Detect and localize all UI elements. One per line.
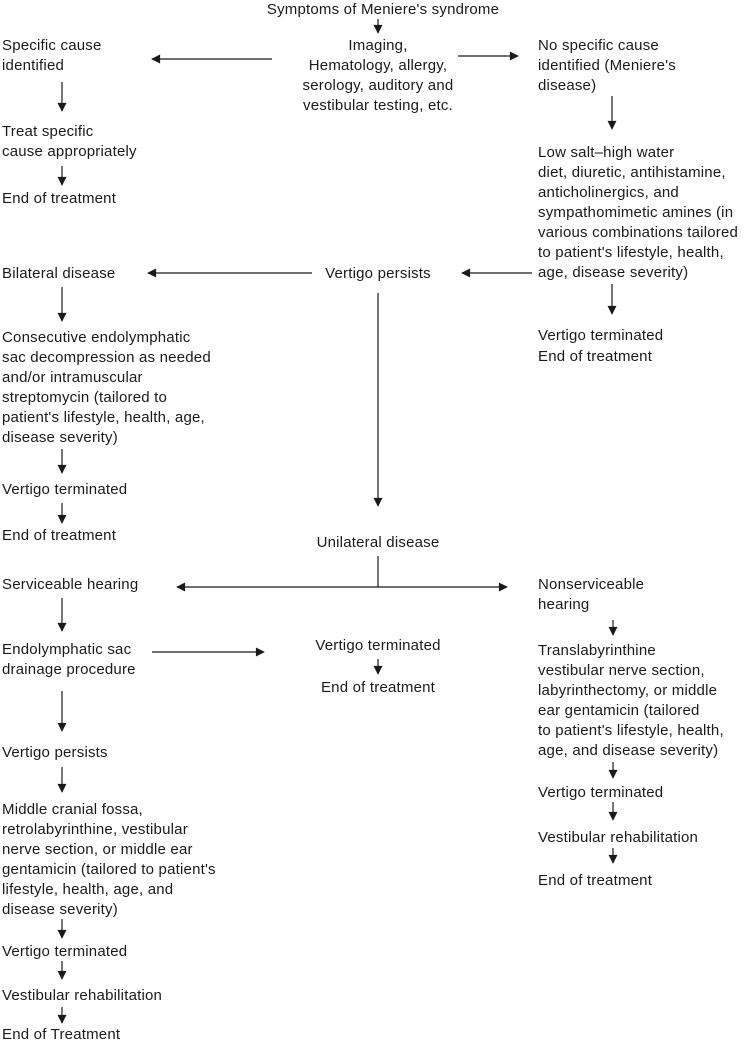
node-end-of-treatment-right-1: End of treatment bbox=[538, 348, 653, 365]
node-end-of-treatment-center: End of treatment bbox=[320, 679, 436, 696]
node-symptoms-title: Symptoms of Meniere's syndrome bbox=[266, 1, 500, 18]
node-vestibular-rehab-right: Vestibular rehabilitation bbox=[538, 829, 699, 846]
node-bilateral-disease: Bilateral disease bbox=[2, 265, 116, 282]
node-vertigo-terminated-center: Vertigo terminated bbox=[315, 637, 441, 654]
node-vertigo-persists-left: Vertigo persists bbox=[2, 744, 108, 761]
node-endolymphatic-sac-drainage: Endolymphatic sac drainage procedure bbox=[2, 641, 136, 678]
node-translabyrinthine-section: Translabyrinthine vestibular nerve secti… bbox=[538, 642, 724, 759]
node-end-of-treatment-left-1: End of treatment bbox=[2, 527, 117, 544]
node-vertigo-terminated-left-2: Vertigo terminated bbox=[2, 943, 128, 960]
node-end-of-treatment-left-2: End of Treatment bbox=[2, 1026, 121, 1041]
node-vestibular-rehab-left: Vestibular rehabilitation bbox=[2, 987, 163, 1004]
node-end-of-treatment-right-2: End of treatment bbox=[538, 872, 653, 889]
node-vertigo-terminated-right-2: Vertigo terminated bbox=[538, 784, 664, 801]
node-low-salt-regimen: Low salt–high water diet, diuretic, anti… bbox=[538, 144, 739, 281]
node-serviceable-hearing: Serviceable hearing bbox=[2, 576, 139, 593]
node-treat-specific-cause: Treat specific cause appropriately bbox=[2, 123, 137, 160]
node-vertigo-terminated-left-1: Vertigo terminated bbox=[2, 481, 128, 498]
node-consecutive-decompression: Consecutive endolymphatic sac decompress… bbox=[2, 329, 211, 446]
node-specific-cause-identified: Specific cause identified bbox=[2, 37, 102, 74]
node-nonserviceable-hearing: Nonserviceable hearing bbox=[538, 576, 645, 613]
node-vertigo-persists-center: Vertigo persists bbox=[325, 265, 431, 282]
node-middle-cranial-fossa: Middle cranial fossa, retrolabyrinthine,… bbox=[2, 801, 216, 918]
node-vertigo-terminated-right-1: Vertigo terminated bbox=[538, 327, 664, 344]
node-no-specific-cause: No specific cause identified (Meniere's … bbox=[538, 37, 676, 94]
node-diagnostic-tests: Imaging, Hematology, allergy, serology, … bbox=[302, 37, 454, 114]
node-unilateral-disease: Unilateral disease bbox=[316, 534, 440, 551]
node-end-of-treatment-1: End of treatment bbox=[2, 190, 117, 207]
